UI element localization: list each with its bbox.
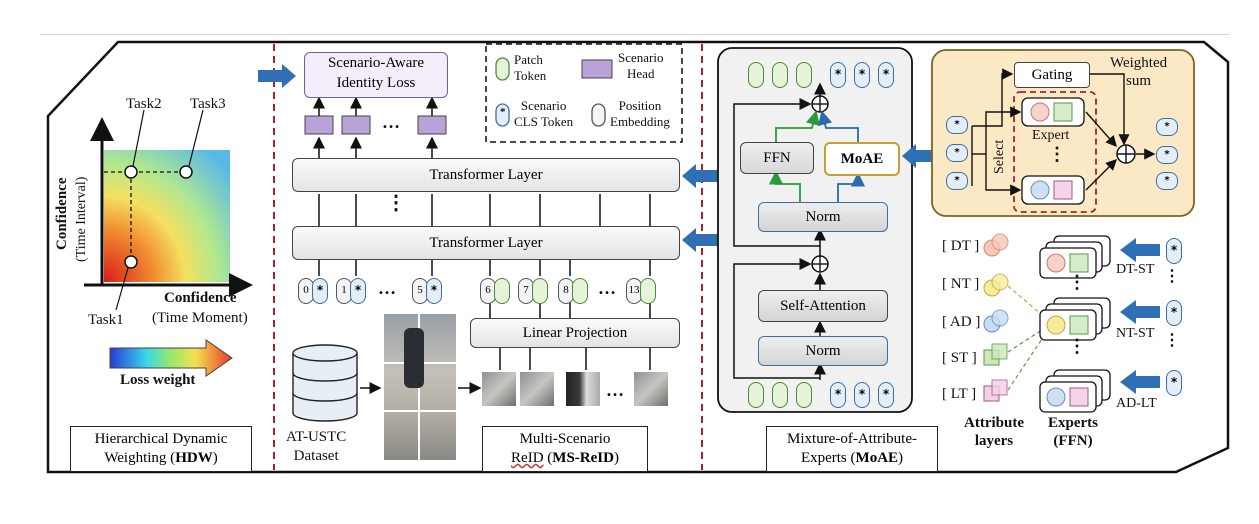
y-axis-label-2: (Time Interval) — [74, 176, 89, 262]
patch-image — [482, 372, 516, 406]
top-rule — [40, 34, 1230, 35]
expert-label-nt-st: NT-ST — [1116, 326, 1155, 341]
patch-image — [520, 372, 554, 406]
cls-token: * — [946, 144, 968, 162]
transformer-layer-top: Transformer Layer — [292, 158, 680, 192]
attribute-nt: [ NT ] — [942, 276, 980, 292]
dataset-cylinder — [292, 344, 358, 422]
cls-token: * — [350, 278, 366, 304]
patch-image — [566, 372, 600, 406]
pedestrian-figure — [404, 328, 424, 388]
expert-stack-dt-st — [1039, 235, 1111, 279]
msreid-section-label: Multi-Scenario ReID (MS-ReID) — [482, 426, 648, 472]
patch-token — [772, 382, 788, 408]
y-axis-label-1: Confidence — [54, 177, 70, 251]
norm-bottom-box: Norm — [758, 336, 888, 366]
experts-vdots: ⋮ — [1068, 336, 1086, 356]
loss-input-arrow — [258, 64, 296, 88]
attribute-st: [ ST ] — [942, 350, 977, 366]
patch-token — [748, 382, 764, 408]
experts-ffn-label: Experts(FFN) — [1048, 415, 1098, 449]
tokens-ellipsis: … — [378, 278, 396, 298]
experts-vdots: ⋮ — [1164, 268, 1180, 285]
moae-box: MoAE — [824, 142, 900, 176]
cls-token: * — [1166, 238, 1182, 264]
patch-token — [796, 62, 812, 88]
transformer-layer-bottom: Transformer Layer — [292, 226, 680, 260]
heatmap — [104, 150, 230, 282]
cls-token: * — [878, 382, 894, 408]
patch-token — [796, 382, 812, 408]
experts-vdots: ⋮ — [1164, 332, 1180, 349]
expert-vdots: ⋮ — [1048, 144, 1066, 164]
patch-image — [634, 372, 668, 406]
task1-point — [124, 255, 138, 269]
select-label: Select — [992, 139, 1007, 174]
cls-token: * — [854, 62, 870, 88]
expert-stack-ad-lt — [1039, 369, 1111, 413]
loss-weight-arrow — [109, 339, 233, 377]
cls-token: * — [426, 278, 442, 304]
expert-stack-nt-st — [1039, 297, 1111, 341]
gating-block — [931, 49, 1195, 217]
cls-token: * — [946, 172, 968, 190]
task1-label: Task1 — [88, 312, 124, 328]
cls-token: * — [1156, 172, 1178, 190]
expert-label: Expert — [1032, 128, 1070, 143]
cls-token: * — [1166, 370, 1182, 396]
patch-token — [494, 278, 510, 304]
cls-token: * — [878, 62, 894, 88]
x-axis-label-1: Confidence — [164, 290, 237, 306]
moae-section-label: Mixture-of-Attribute- Experts (MoAE) — [766, 426, 938, 472]
patch-token — [532, 278, 548, 304]
linear-projection-box: Linear Projection — [470, 318, 680, 348]
cls-token: * — [1166, 300, 1182, 326]
cls-token: * — [1156, 118, 1178, 136]
attribute-ad: [ AD ] — [942, 314, 981, 330]
attribute-dt: [ DT ] — [942, 238, 980, 254]
norm-top-box: Norm — [758, 202, 888, 232]
x-axis-label-2: (Time Moment) — [152, 310, 248, 326]
position-token-13: 13 — [626, 278, 642, 304]
task2-label: Task2 — [126, 96, 162, 112]
heads-ellipsis: … — [382, 112, 400, 132]
ffn-box: FFN — [740, 142, 814, 174]
task3-point — [179, 165, 193, 179]
experts-vdots: ⋮ — [1068, 272, 1086, 292]
legend-cls-star: * — [500, 106, 506, 118]
cls-token: * — [830, 382, 846, 408]
patch-token — [572, 278, 588, 304]
patch-token — [772, 62, 788, 88]
task2-point — [124, 165, 138, 179]
cls-token: * — [854, 382, 870, 408]
expert-label-dt-st: DT-ST — [1116, 262, 1155, 277]
self-attention-box: Self-Attention — [758, 290, 888, 322]
loss-weight-label: Loss weight — [120, 372, 196, 388]
outer-frame — [46, 40, 1230, 474]
patches-ellipsis: … — [606, 380, 624, 400]
attribute-lt: [ LT ] — [942, 386, 977, 402]
layers-vdots: ⋮ — [386, 192, 406, 214]
expert-label-ad-lt: AD-LT — [1116, 396, 1157, 411]
patch-token — [748, 62, 764, 88]
task3-label: Task3 — [190, 96, 226, 112]
cls-token: * — [946, 116, 968, 134]
cls-token: * — [312, 278, 328, 304]
patch-tokens-ellipsis: … — [598, 278, 616, 298]
cls-token: * — [1156, 146, 1178, 164]
gating-box: Gating — [1014, 62, 1090, 88]
hdw-section-label: Hierarchical Dynamic Weighting (HDW) — [70, 426, 252, 472]
cls-token: * — [830, 62, 846, 88]
patch-token — [640, 278, 656, 304]
